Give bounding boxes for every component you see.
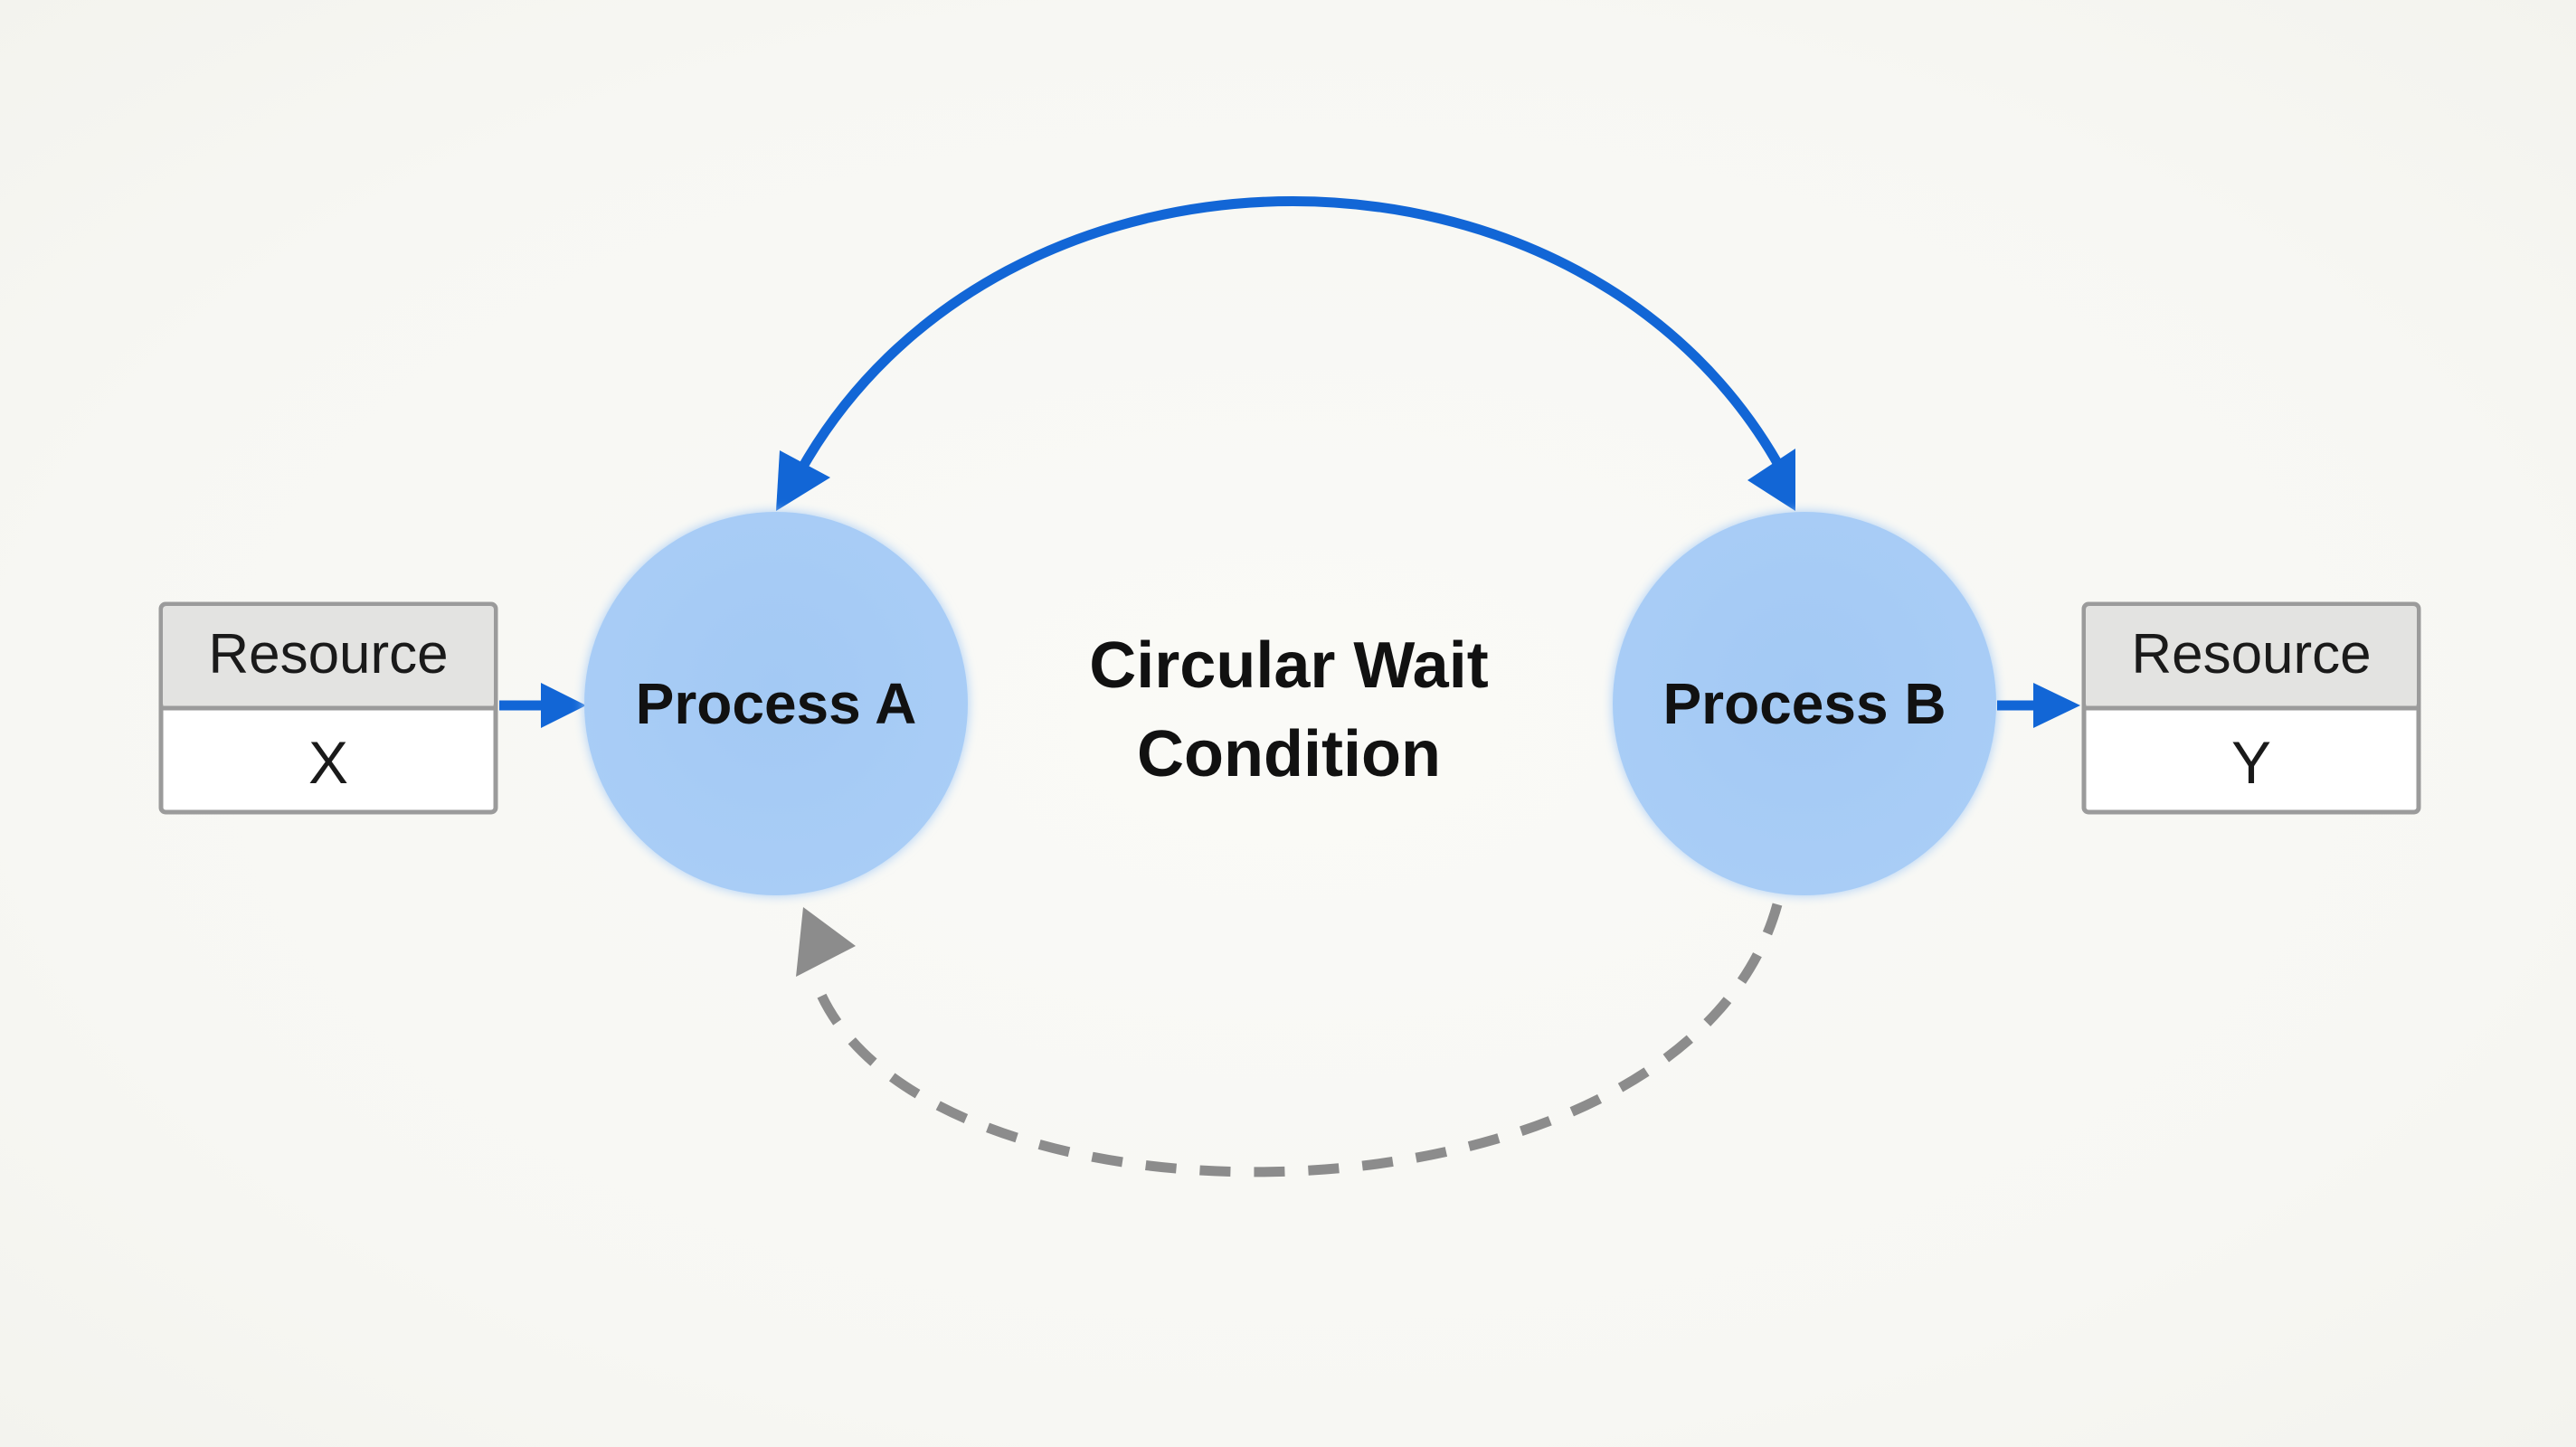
center-label-line2: Condition xyxy=(1137,718,1441,790)
center-label-line1: Circular Wait xyxy=(1089,629,1488,702)
arrowhead-into-process-a xyxy=(776,450,830,511)
top-arc-edge xyxy=(791,196,1792,485)
resource-x-value: X xyxy=(308,729,348,796)
process-a-node: Process A xyxy=(584,512,968,895)
dashed-return-edge xyxy=(809,903,1783,1177)
resource-x-box: Resource X xyxy=(158,601,498,815)
process-a-label: Process A xyxy=(636,671,917,736)
resource-y-title: Resource xyxy=(2131,623,2371,686)
arrowhead-into-process-b xyxy=(1747,449,1795,511)
process-b-label: Process B xyxy=(1662,671,1946,736)
center-label: Circular Wait Condition xyxy=(1089,629,1488,790)
resource-x-title: Resource xyxy=(208,623,448,686)
resource-y-value: Y xyxy=(2231,729,2271,796)
resource-y-box: Resource Y xyxy=(2081,601,2421,815)
arrowhead-process-b-to-resource-y xyxy=(2033,683,2080,728)
dashed-arrowhead-into-process-a xyxy=(796,907,856,977)
process-b-node: Process B xyxy=(1613,512,1996,895)
arrowhead-resource-x-to-process-a xyxy=(541,683,586,728)
